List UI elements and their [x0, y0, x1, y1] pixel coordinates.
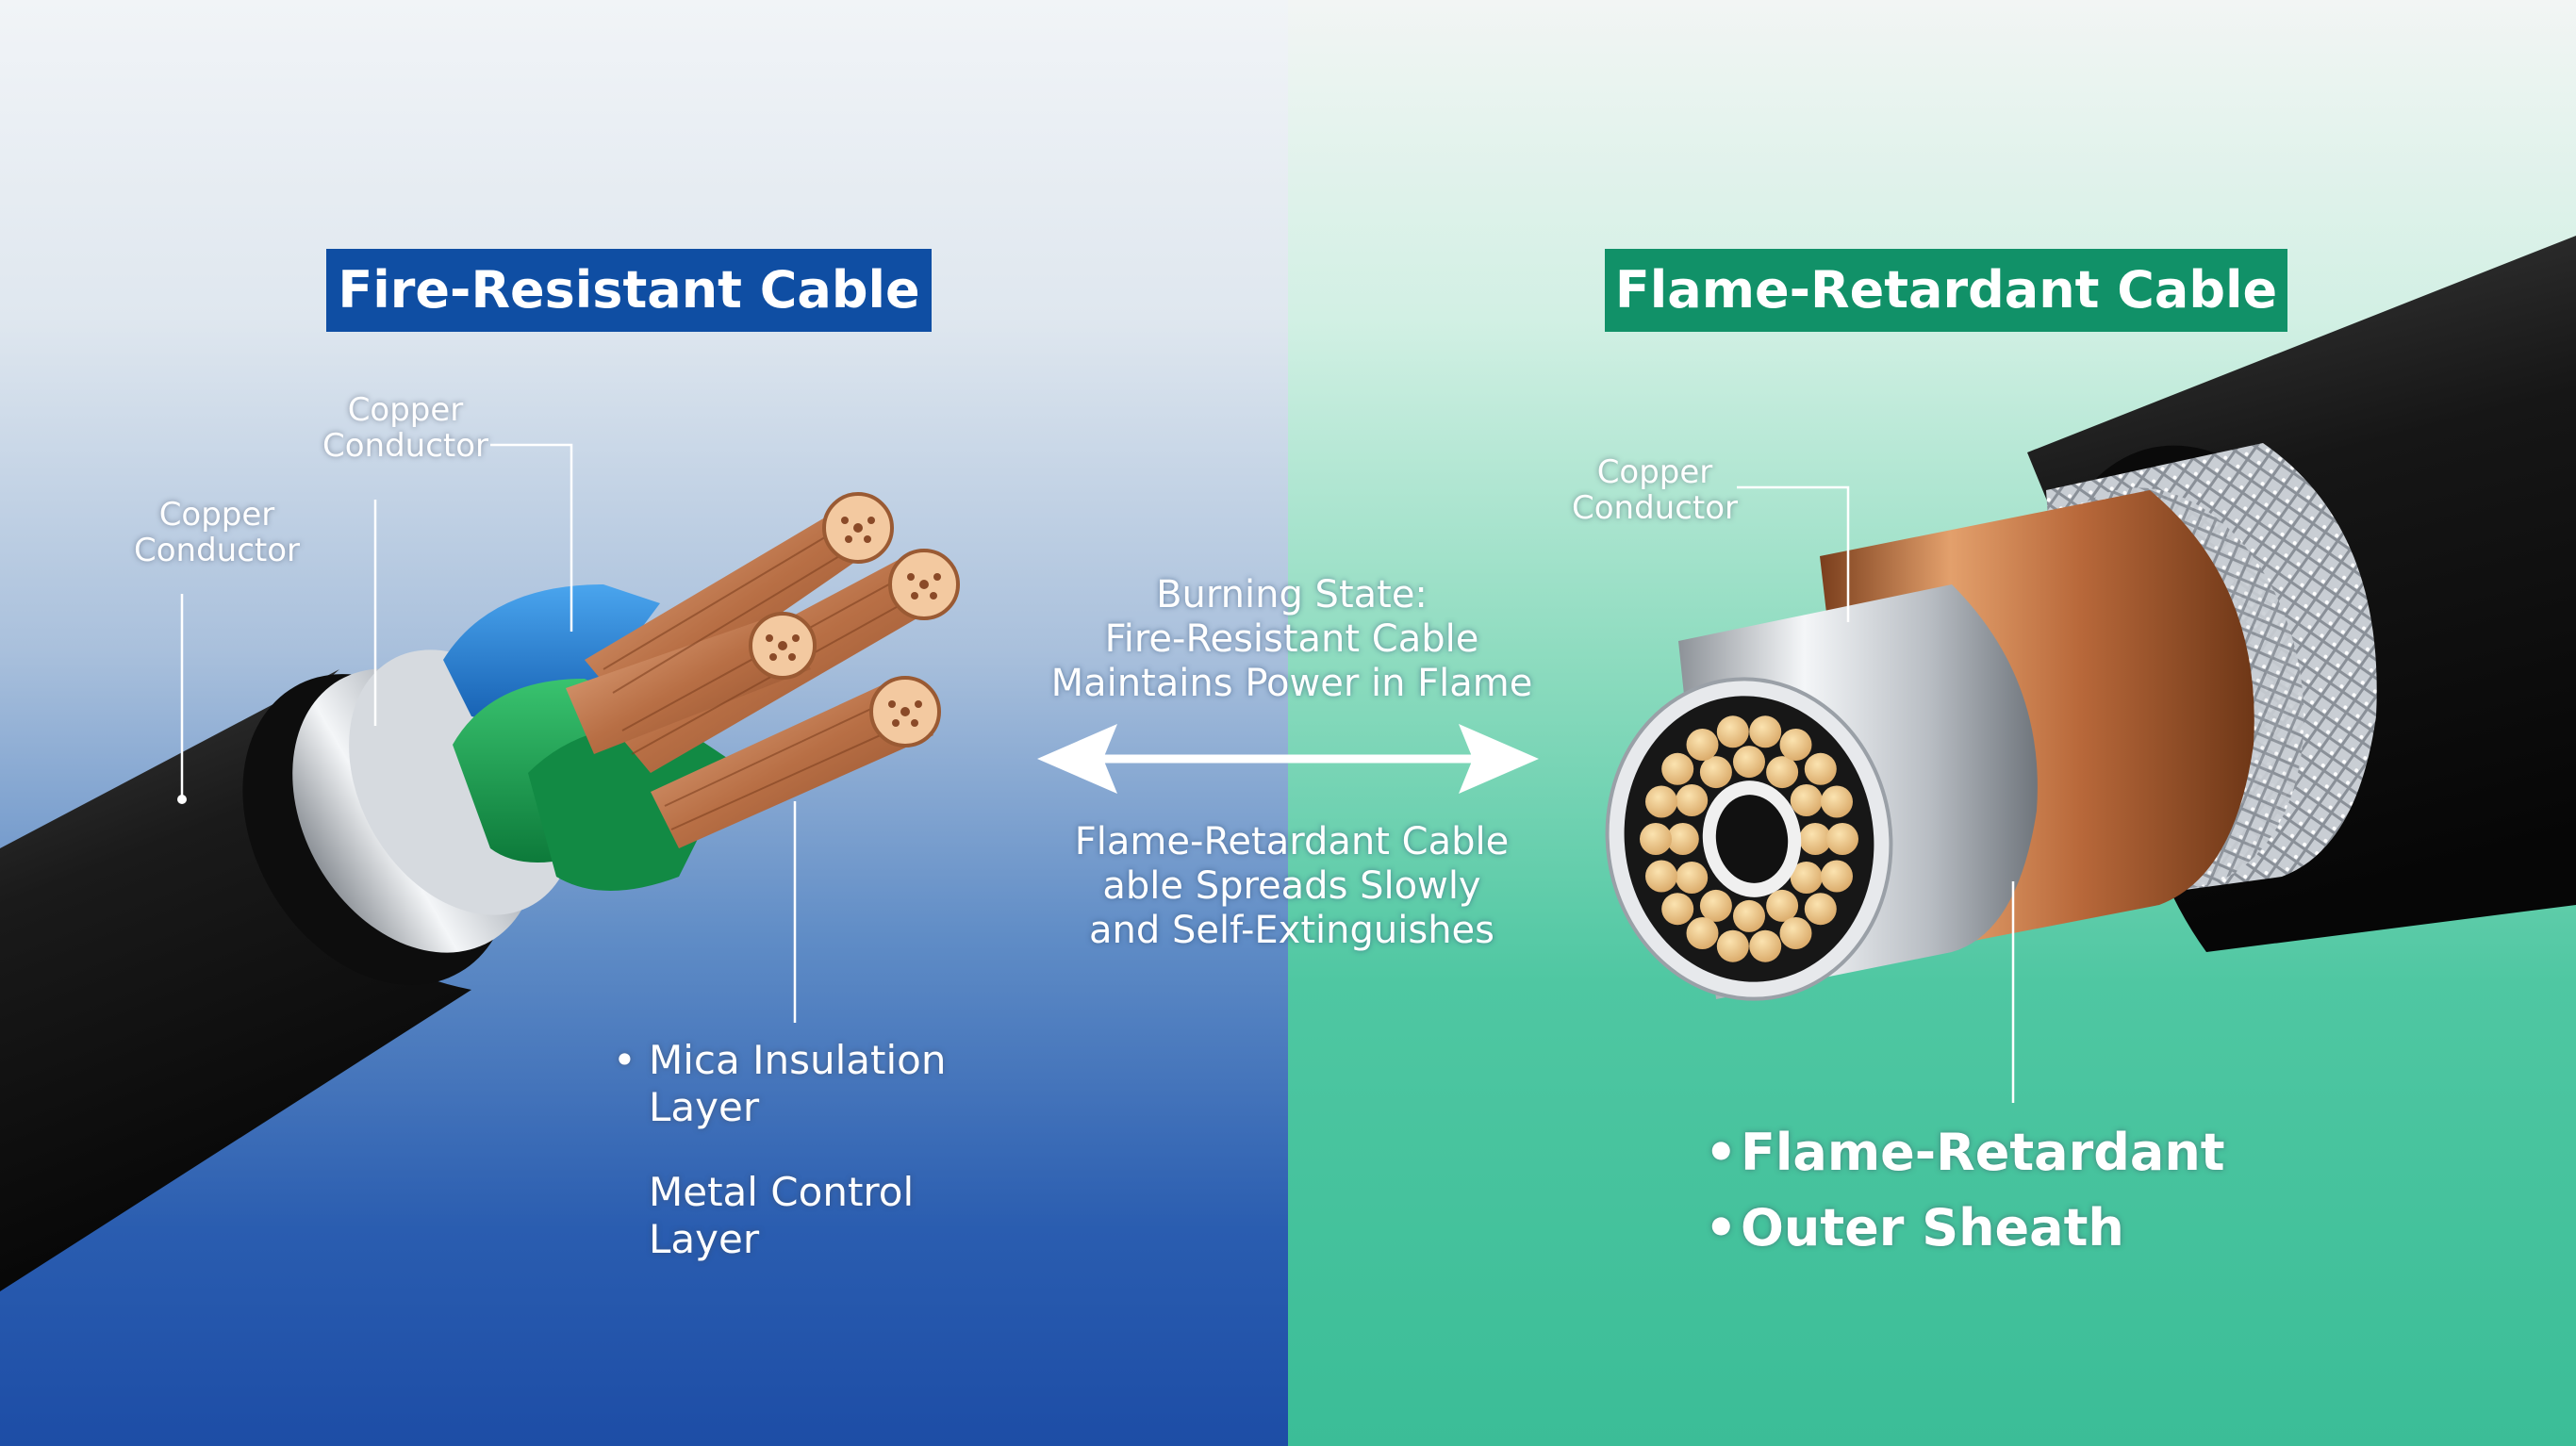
strand-dot	[1676, 784, 1709, 816]
strand-dot	[1821, 785, 1853, 818]
strand-dot	[1666, 823, 1699, 855]
strand-dot	[1790, 784, 1823, 816]
strand-dot	[1799, 823, 1832, 855]
strand-dot	[1645, 785, 1677, 818]
strand-dot	[1645, 860, 1677, 893]
strand-dot	[1733, 899, 1765, 932]
strand-dot	[1686, 917, 1719, 949]
conductor-strands-right	[1640, 715, 1858, 962]
strand-dot	[1826, 823, 1858, 855]
leader-lines-right	[1737, 485, 2015, 1103]
strand-dot	[1716, 929, 1749, 962]
strand-dot	[1821, 860, 1853, 893]
copper-strands-left	[566, 492, 960, 848]
strand-dot	[1804, 752, 1837, 785]
strand-dot	[1686, 729, 1719, 761]
strand-dot	[1749, 929, 1782, 962]
fire-resistant-title: Fire-Resistant Cable	[326, 249, 932, 332]
strand-dot	[1766, 756, 1799, 789]
strand-dot	[1640, 823, 1672, 855]
strand-dot	[1716, 715, 1749, 748]
label-mica-insulation: Mica Insulation Layer	[613, 1037, 1045, 1131]
double-arrow	[1037, 724, 1539, 794]
strand-dot	[1733, 746, 1765, 779]
flame-retardant-title: Flame-Retardant Cable	[1605, 249, 2287, 332]
strand-dot	[1699, 756, 1732, 789]
label-copper-conductor-top: Copper Conductor	[322, 391, 489, 465]
strand-dot	[1676, 862, 1709, 894]
strand-dot	[1766, 889, 1799, 922]
fire-resistant-cable	[0, 443, 960, 1291]
label-copper-conductor-right: Copper Conductor	[1571, 453, 1739, 527]
leader-lines-left	[180, 443, 797, 1023]
burning-state-text: Burning State: Fire-Resistant Cable Main…	[1050, 573, 1533, 705]
strand-dot	[1699, 889, 1732, 922]
strand-dot	[1661, 752, 1694, 785]
label-outer-sheath: Outer Sheath	[1705, 1199, 2269, 1258]
flame-retardant-description: Flame-Retardant Cable able Spreads Slowl…	[1074, 820, 1510, 952]
label-copper-conductor-side: Copper Conductor	[133, 496, 301, 569]
label-flame-retardant: Flame-Retardant	[1705, 1124, 2269, 1183]
strand-dot	[1749, 715, 1782, 748]
flame-retardant-cable	[1605, 236, 2576, 1103]
label-metal-control: Metal Control Layer	[649, 1169, 915, 1262]
strand-dot	[1779, 917, 1812, 949]
strand-dot	[1661, 893, 1694, 926]
strand-dot	[1779, 729, 1812, 761]
strand-dot	[1790, 862, 1823, 894]
strand-dot	[1804, 893, 1837, 926]
